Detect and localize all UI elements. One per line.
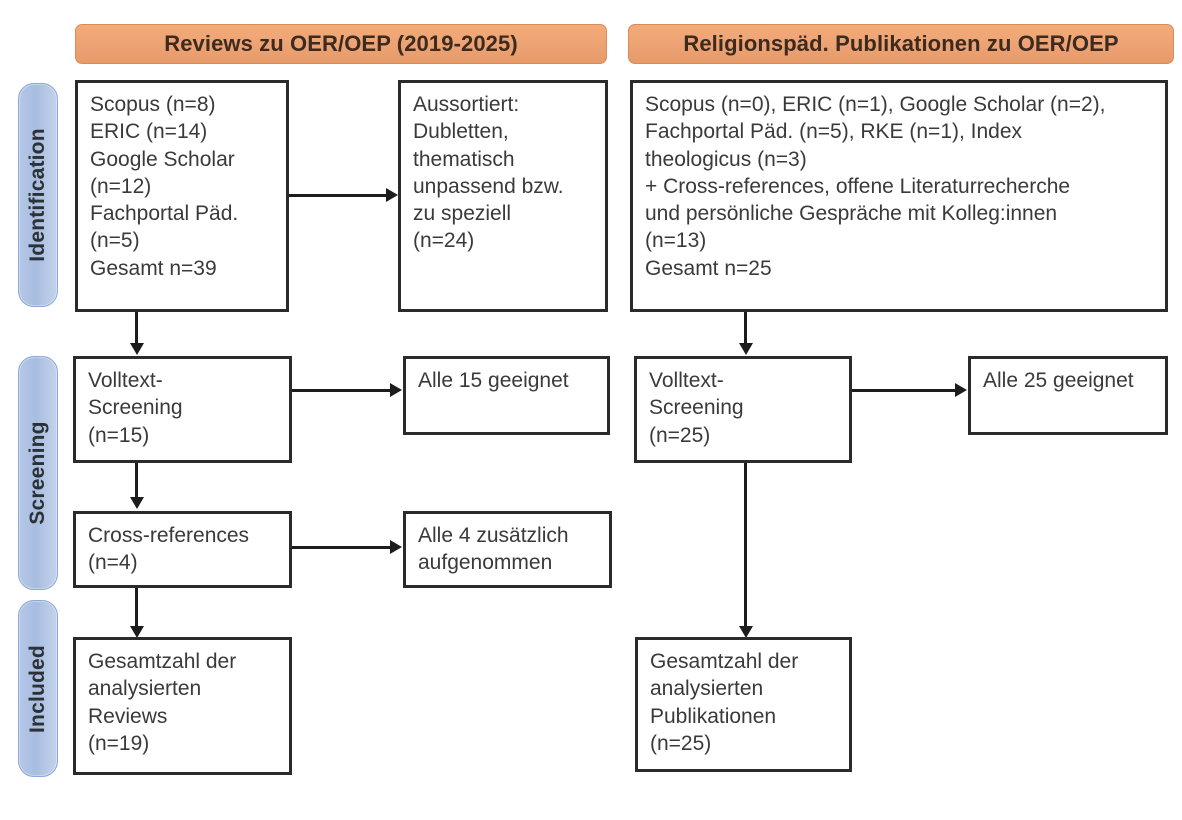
box-right-identification-sources: Scopus (n=0), ERIC (n=1), Google Scholar… — [630, 80, 1168, 312]
column-header-right-text: Religionspäd. Publikationen zu OER/OEP — [683, 31, 1119, 56]
column-header-left-text: Reviews zu OER/OEP (2019-2025) — [164, 31, 518, 56]
arrowhead-left-fulltext-to-crossrefs — [130, 497, 144, 509]
stage-label-screening: Screening — [18, 356, 58, 590]
box-left-crossreferences: Cross-references (n=4) — [73, 511, 292, 588]
box-left-fulltext-screening-result: Alle 15 geeignet — [403, 356, 610, 435]
box-right-fulltext-screening: Volltext- Screening (n=25) — [634, 356, 852, 463]
arrowhead-left-crossrefs-to-included — [130, 626, 144, 638]
stage-label-included-text: Included — [26, 644, 49, 733]
connector-left-fulltext-to-result — [292, 389, 391, 392]
connector-right-fulltext-to-result — [852, 389, 956, 392]
connector-left-sources-to-screening — [135, 312, 138, 344]
connector-right-sources-to-screening — [744, 312, 747, 344]
box-left-identification-excluded: Aussortiert: Dubletten, thematisch unpas… — [398, 80, 608, 312]
box-right-fulltext-screening-result: Alle 25 geeignet — [968, 356, 1168, 435]
arrowhead-left-fulltext-to-result — [390, 383, 402, 397]
connector-left-crossrefs-to-included — [135, 588, 138, 628]
stage-label-screening-text: Screening — [26, 421, 49, 525]
arrowhead-right-fulltext-to-included — [739, 626, 753, 638]
connector-left-crossrefs-to-result — [292, 546, 391, 549]
arrowhead-left-sources-to-screening — [130, 343, 144, 355]
connector-right-fulltext-to-included — [744, 463, 747, 628]
stage-label-identification-text: Identification — [26, 128, 49, 262]
arrowhead-left-crossrefs-to-result — [390, 540, 402, 554]
box-right-included-total: Gesamtzahl der analysierten Publikatione… — [635, 637, 852, 772]
stage-label-identification: Identification — [18, 83, 58, 307]
box-left-included-total: Gesamtzahl der analysierten Reviews (n=1… — [73, 637, 292, 775]
arrowhead-right-sources-to-screening — [739, 343, 753, 355]
arrowhead-left-sources-to-excluded — [386, 188, 398, 202]
column-header-left: Reviews zu OER/OEP (2019-2025) — [75, 24, 607, 64]
column-header-right: Religionspäd. Publikationen zu OER/OEP — [628, 24, 1174, 64]
stage-label-included: Included — [18, 600, 58, 777]
connector-left-fulltext-to-crossrefs — [135, 463, 138, 498]
connector-left-sources-to-excluded — [289, 194, 387, 197]
arrowhead-right-fulltext-to-result — [955, 383, 967, 397]
box-left-identification-sources: Scopus (n=8) ERIC (n=14) Google Scholar … — [75, 80, 289, 312]
box-left-crossreferences-result: Alle 4 zusätzlich aufgenommen — [403, 511, 612, 588]
box-left-fulltext-screening: Volltext- Screening (n=15) — [73, 356, 292, 463]
